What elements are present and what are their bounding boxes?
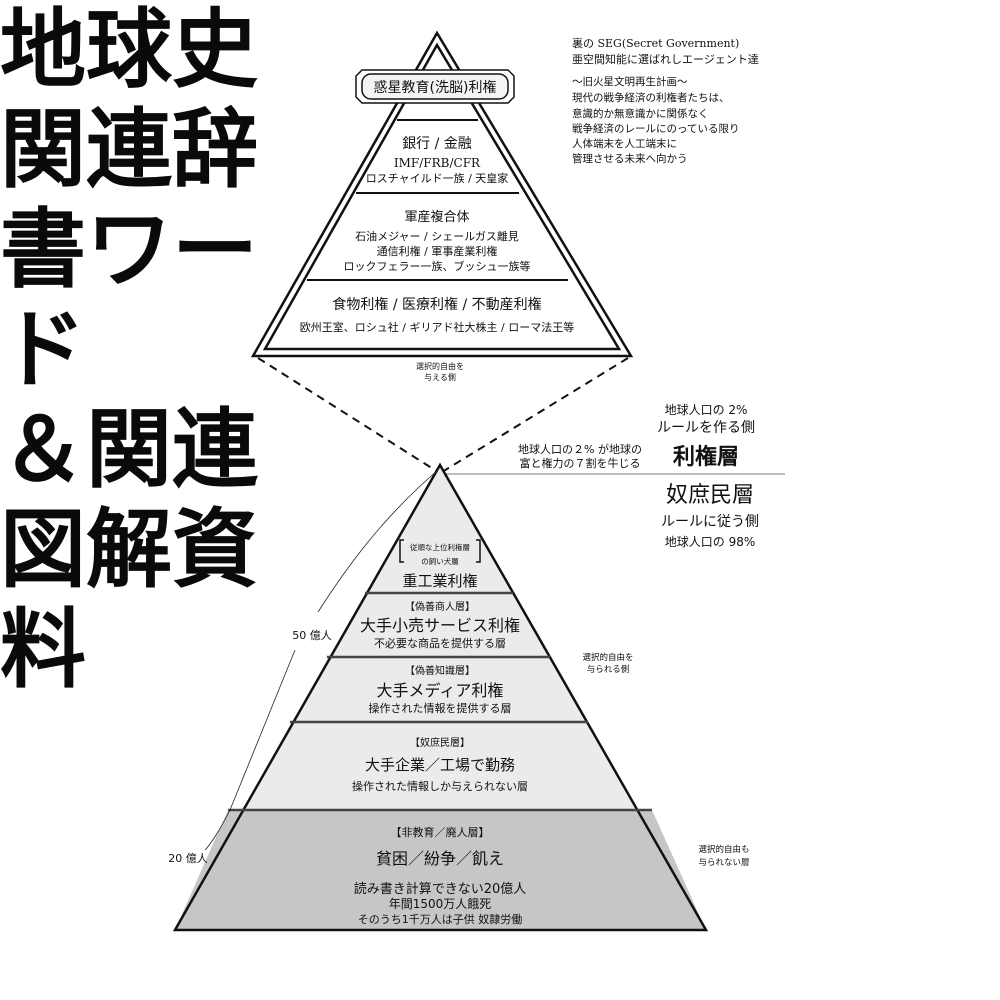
tier-title: 大手小売サービス利権 [360, 616, 520, 635]
lower-population: 地球人口の 98% [665, 535, 756, 549]
population-label: 20 億人 [168, 852, 208, 865]
note-line: 亜空間知能に選ばれしエージェント達 [572, 52, 759, 66]
population-bracket [204, 649, 296, 851]
side-caption: 与られない層 [698, 858, 749, 868]
population-bracket [317, 469, 439, 613]
top-pyramid: 惑星教育(洗脳)利権 銀行 / 金融 IMF/FRB/CFR ロスチャイルド一族… [250, 30, 634, 382]
pyramid-outline [172, 462, 709, 932]
tier-tag: の飼い犬層 [421, 556, 459, 566]
upper-name: 利権層 [673, 444, 739, 470]
tier-sub: 不必要な商品を提供する層 [374, 636, 506, 650]
side-caption: 選択的自由も [698, 844, 749, 855]
class-divider: 地球人口の 2% ルールを作る側 利権層 地球人口の２% が地球の 富と権力の７… [440, 403, 785, 549]
tier-line: 欧州王室、ロシュ社 / ギリアド社大株主 / ローマ法王等 [300, 320, 574, 334]
side-caption: 与られる側 [587, 664, 630, 675]
tier-title: 重工業利権 [402, 572, 477, 590]
tier-line: そのうち1千万人は子供 奴隷労働 [358, 912, 523, 926]
caption: 選択的自由を [416, 361, 464, 371]
tier-title: 食物利権 / 医療利権 / 不動産利権 [332, 296, 541, 313]
pyramid-fill-dark [175, 810, 706, 930]
tier-title: 大手企業／工場で勤務 [365, 756, 515, 774]
apex-label: 惑星教育(洗脳)利権 [374, 79, 497, 96]
upper-population: 地球人口の 2% [665, 403, 748, 417]
top-pyramid-inner [262, 42, 622, 351]
tier-title: 貧困／紛争／飢え [376, 849, 504, 868]
apex-label-box: 惑星教育(洗脳)利権 [355, 69, 515, 104]
upper-role: ルールを作る側 [657, 420, 755, 436]
tier-line: 通信利権 / 軍事産業利権 [377, 244, 498, 258]
note-line: 戦争経済のレールにのっている限り [572, 122, 739, 135]
tier-sub: 操作された情報を提供する層 [369, 701, 512, 715]
connector-dashed-left [257, 357, 439, 473]
note-line: 裏の SEG(Secret Government) [572, 36, 739, 50]
notes: 裏の SEG(Secret Government) 亜空間知能に選ばれしエージェ… [572, 36, 759, 165]
caption: 与える側 [424, 372, 456, 382]
tier-tag: 【非教育／廃人層】 [391, 825, 490, 839]
tier-line: 読み書き計算できない20億人 [354, 881, 527, 897]
overlay-title-line2: ＆関連図解資料 [0, 400, 258, 700]
side-caption: 選択的自由を [582, 652, 633, 663]
tier-line: IMF/FRB/CFR [394, 156, 481, 170]
bracket-right [476, 539, 481, 563]
left-note: 富と権力の７割を牛じる [520, 456, 641, 470]
left-note: 地球人口の２% が地球の [518, 442, 642, 456]
bracket-left [399, 539, 404, 563]
tier-sub: 操作された情報しか与えられない層 [352, 779, 528, 793]
lower-role: ルールに従う側 [661, 514, 759, 530]
note-line: 人体端末を人工端末に [572, 137, 677, 150]
tier-tag: 従順な上位利権層 [410, 542, 470, 552]
bottom-pyramid: 従順な上位利権層 の飼い犬層 重工業利権 【偽善商人層】 大手小売サービス利権 … [168, 462, 750, 932]
tier-title: 銀行 / 金融 [402, 136, 472, 152]
population-label: 50 億人 [292, 629, 332, 642]
tier-line: ロックフェラー一族、ブッシュ一族等 [344, 259, 531, 273]
tier-tag: 【偽善商人層】 [405, 600, 475, 613]
note-line: 意識的か無意識かに関係なく [572, 107, 709, 120]
tier-line: ロスチャイルド一族 / 天皇家 [366, 171, 509, 185]
lower-name: 奴庶民層 [666, 483, 754, 508]
note-line: 管理させる未来へ向かう [572, 152, 688, 165]
tier-tag: 【奴庶民層】 [410, 736, 470, 749]
note-line: 現代の戦争経済の利権者たちは、 [572, 91, 730, 104]
overlay-title-line1: 地球史関連辞書ワード [0, 0, 258, 400]
tier-title: 大手メディア利権 [377, 681, 504, 700]
tier-line: 年間1500万人餓死 [389, 896, 492, 911]
note-line: 〜旧火星文明再生計画〜 [572, 75, 688, 88]
tier-tag: 【偽善知識層】 [405, 664, 475, 677]
tier-title: 軍産複合体 [404, 209, 469, 225]
tier-line: 石油メジャー / シェールガス離見 [355, 229, 519, 243]
